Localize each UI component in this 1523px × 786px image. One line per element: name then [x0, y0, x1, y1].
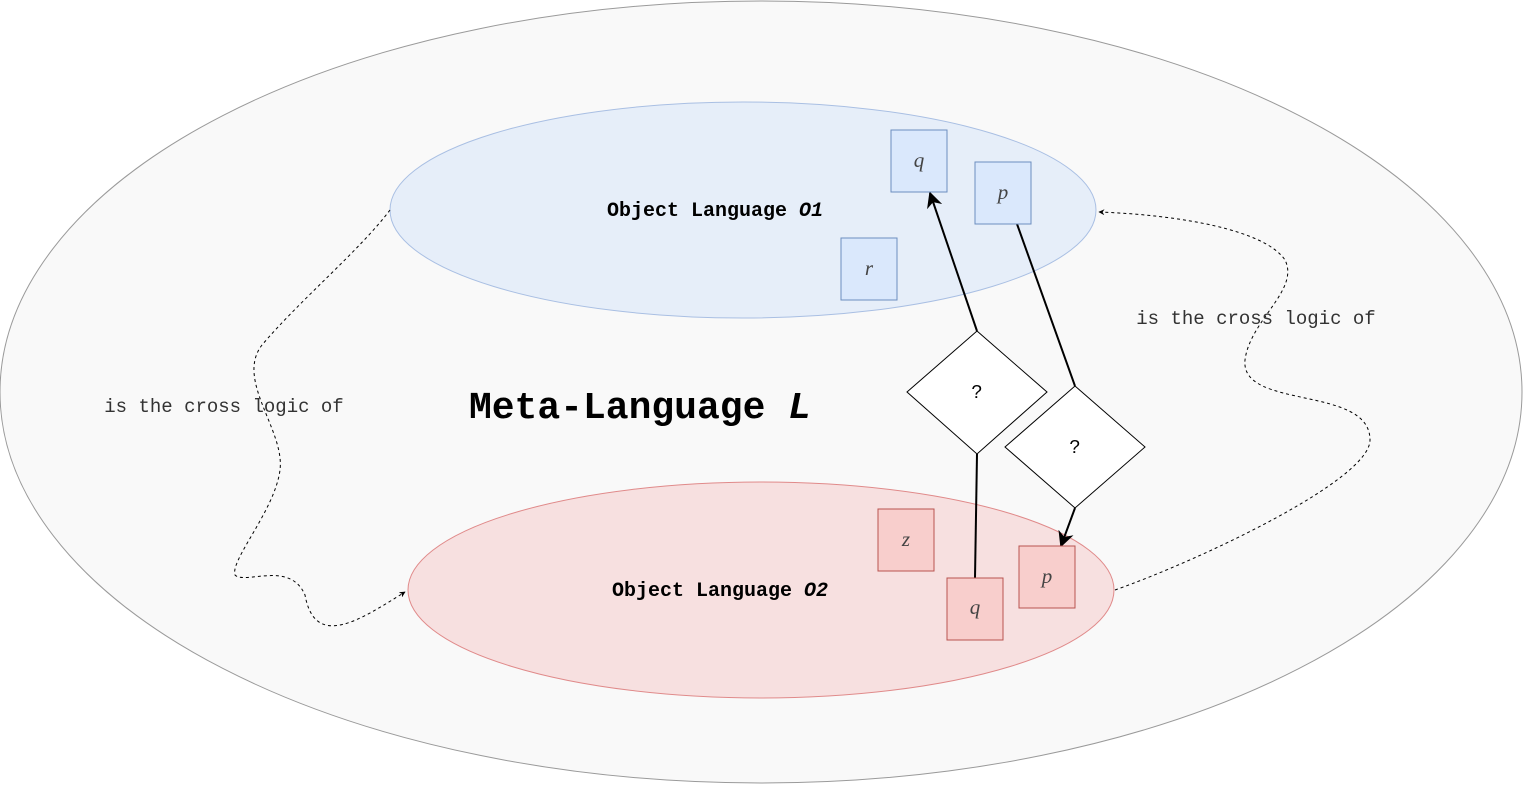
o1-node-p-label: p	[996, 180, 1009, 204]
left-relation-label: is the cross logic of	[104, 396, 343, 418]
decision-right-label: ?	[1069, 437, 1080, 459]
edge-decision-right-to-o2-p	[1058, 507, 1076, 548]
meta-language-title: Meta-Language L	[469, 387, 811, 430]
o1-node-r-label: r	[865, 256, 874, 280]
o2-node-q: q	[946, 577, 1004, 641]
edge-o2-q-to-decision-left	[974, 453, 978, 579]
object-language-o2-ellipse	[407, 481, 1115, 699]
o2-node-p-label: p	[1040, 564, 1053, 588]
edge-o1-p-to-decision-right	[1016, 223, 1076, 387]
o1-node-q-label: q	[914, 148, 925, 172]
o1-node-q: q	[890, 129, 948, 193]
o2-node-z-label: z	[901, 527, 910, 551]
o2-node-q-label: q	[970, 595, 981, 619]
right-relation-label: is the cross logic of	[1136, 308, 1375, 330]
o2-node-z: z	[877, 508, 935, 572]
decision-right: ?	[1004, 385, 1146, 509]
o1-title: Object Language O1	[607, 200, 823, 223]
o2-title: Object Language O2	[612, 580, 828, 603]
edge-decision-left-to-o1-q	[927, 191, 978, 332]
decision-left-label: ?	[971, 382, 982, 404]
left-cross-logic-connector	[234, 209, 406, 627]
o2-node-p: p	[1018, 545, 1076, 609]
decision-left: ?	[906, 330, 1048, 455]
o1-node-r: r	[840, 237, 898, 301]
o1-node-p: p	[974, 161, 1032, 225]
